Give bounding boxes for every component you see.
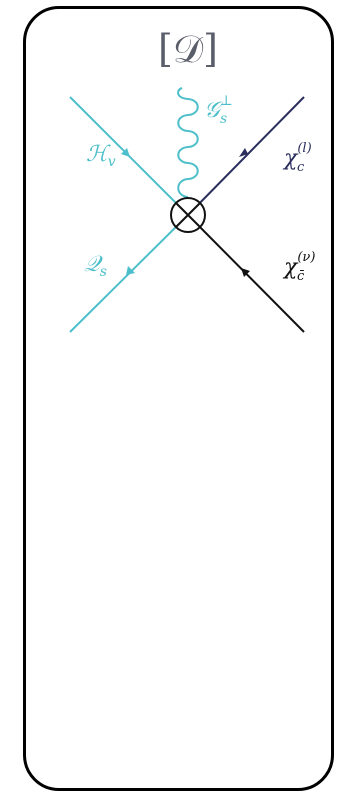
chi-top-line [187, 96, 305, 216]
quark-label: 𝒬s [84, 252, 107, 280]
chi-top-arrow [239, 148, 248, 157]
diagram-title: [𝒟] [158, 27, 218, 71]
circled-times-icon [170, 197, 206, 233]
higgs-label: ℋv [86, 142, 116, 170]
chi-bottom-arrow [241, 268, 250, 277]
gluon-label: 𝒢⊥s [204, 93, 233, 127]
higgs-arrow [121, 148, 130, 157]
chi-bottom-label: χ(ν)c̄ [282, 250, 315, 284]
gluon-line [177, 87, 199, 198]
chi-top-label: χ(l)c [282, 141, 312, 175]
diagram-frame [23, 6, 334, 791]
quark-arrow [126, 266, 135, 275]
